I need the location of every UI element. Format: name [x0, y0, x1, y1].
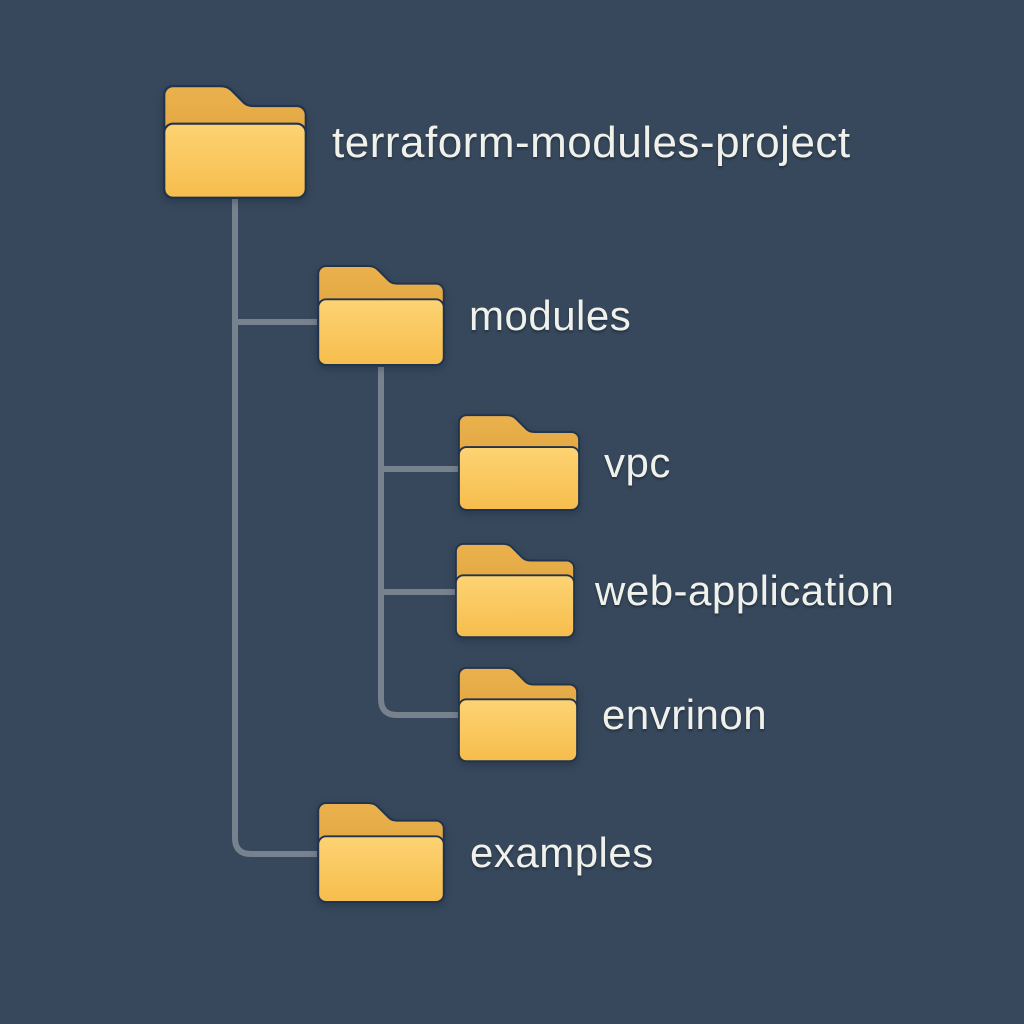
- folder-icon: [163, 85, 307, 200]
- folder-icon: [317, 802, 445, 904]
- tree-node-vpc: vpc: [458, 414, 671, 512]
- tree-node-label: envrinon: [602, 691, 768, 738]
- folder-icon: [455, 543, 575, 639]
- tree-node-web-application: web-application: [455, 543, 894, 639]
- tree-node-label: web-application: [595, 567, 895, 614]
- connector-modules-to-envrinon: [378, 367, 458, 718]
- tree-node-modules: modules: [317, 265, 631, 367]
- tree-node-label: modules: [469, 292, 632, 339]
- tree-node-envrinon: envrinon: [458, 667, 767, 763]
- tree-node-label: examples: [470, 829, 654, 876]
- tree-node-label: vpc: [604, 439, 671, 486]
- connector-root-to-examples: [232, 199, 317, 857]
- tree-node-terraform-modules-project: terraform-modules-project: [163, 85, 851, 200]
- folder-icon: [317, 265, 445, 367]
- folder-icon: [458, 667, 578, 763]
- tree-node-examples: examples: [317, 802, 654, 904]
- folder-icon: [458, 414, 580, 512]
- tree-node-label: terraform-modules-project: [332, 117, 851, 167]
